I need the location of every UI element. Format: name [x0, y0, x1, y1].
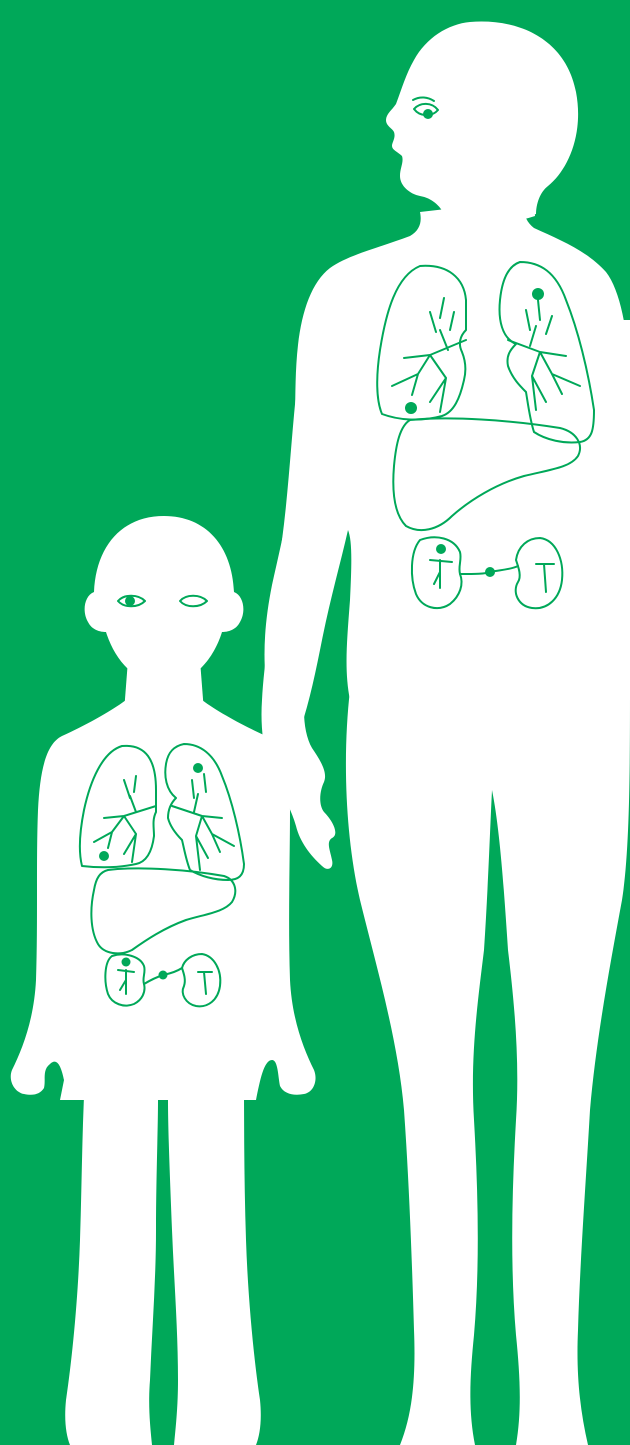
adult-left-kidney-marker — [436, 544, 446, 554]
adult-right-lung-marker — [532, 288, 544, 300]
child-left-eye-marker — [125, 596, 135, 606]
adult-left-lung-marker — [405, 402, 417, 414]
child-torso — [11, 700, 316, 1100]
adult-eye-marker — [423, 109, 433, 119]
child-left-kidney-marker — [122, 958, 131, 967]
child-left-lung-marker — [99, 851, 109, 861]
child-kidney-center-marker — [159, 971, 168, 980]
adult-kidney-center-marker — [485, 567, 495, 577]
child-right-lung-marker — [193, 763, 203, 773]
